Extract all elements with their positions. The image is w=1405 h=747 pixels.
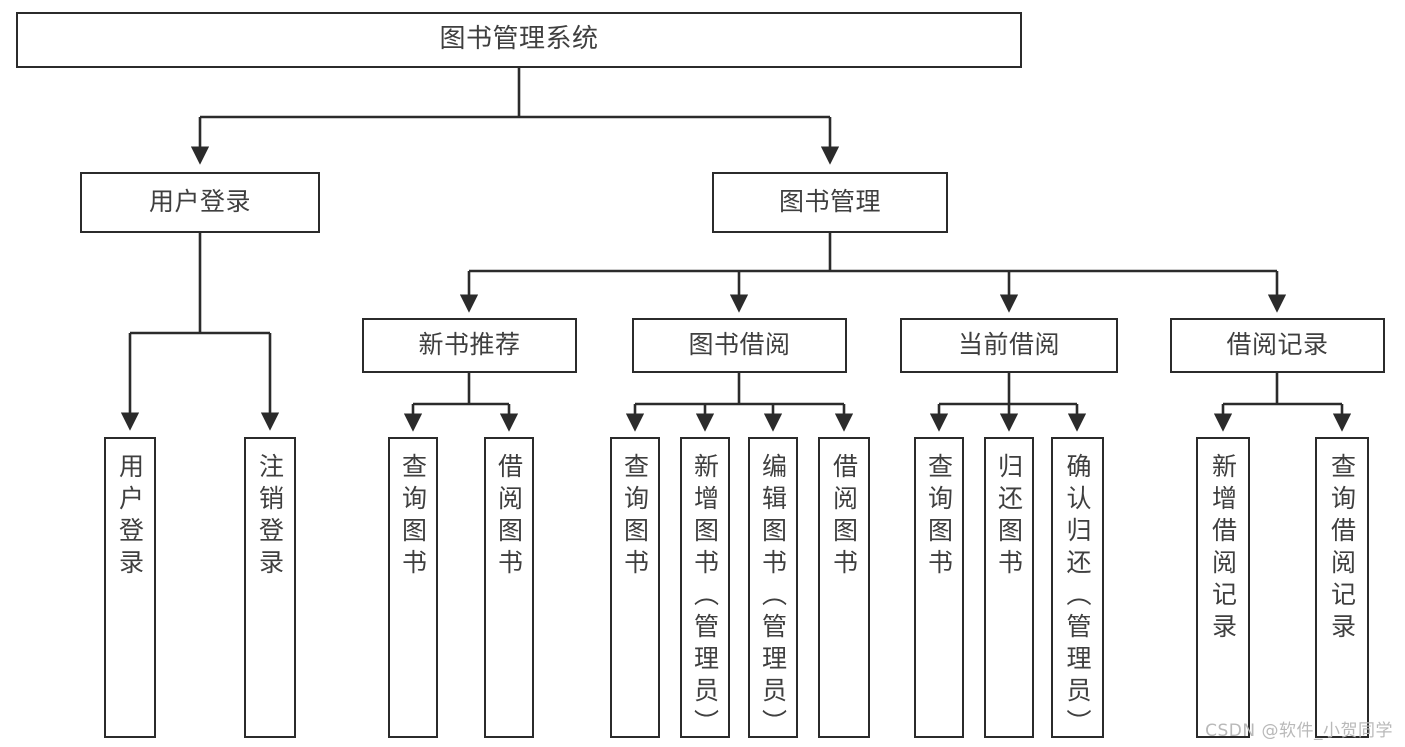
node-label: 查询图书 <box>398 453 428 581</box>
node-label: 归还图书 <box>994 453 1024 581</box>
node-user-login[interactable]: 用户登录 <box>80 172 320 233</box>
node-label: 查询图书 <box>620 453 650 581</box>
node-label: 当前借阅 <box>957 330 1060 360</box>
node-borrow-records[interactable]: 借阅记录 <box>1170 318 1385 373</box>
leaf-confirm-return-admin[interactable]: 确认归还（管理员） <box>1051 437 1104 741</box>
node-label: 编辑图书（管理员） <box>758 453 788 741</box>
leaf-borrow-books-borrowing[interactable]: 借阅图书 <box>818 437 870 738</box>
node-root-book-management-system[interactable]: 图书管理系统 <box>16 12 1022 68</box>
node-label: 借阅记录 <box>1226 330 1329 360</box>
node-label: 图书管理系统 <box>439 24 599 55</box>
node-label: 注销登录 <box>255 453 285 581</box>
leaf-return-books[interactable]: 归还图书 <box>984 437 1034 738</box>
leaf-user-login[interactable]: 用户登录 <box>104 437 156 738</box>
leaf-add-book-admin[interactable]: 新增图书（管理员） <box>680 437 730 741</box>
node-label: 新书推荐 <box>418 330 521 360</box>
node-label: 新增借阅记录 <box>1208 453 1238 645</box>
node-label: 新增图书（管理员） <box>690 453 720 741</box>
node-current-borrowing[interactable]: 当前借阅 <box>900 318 1118 373</box>
node-label: 用户登录 <box>115 453 145 581</box>
node-label: 确认归还（管理员） <box>1063 453 1092 741</box>
node-label: 借阅图书 <box>829 453 859 581</box>
leaf-add-borrow-record[interactable]: 新增借阅记录 <box>1196 437 1250 738</box>
leaf-query-borrow-record[interactable]: 查询借阅记录 <box>1315 437 1369 738</box>
node-label: 查询借阅记录 <box>1327 453 1357 645</box>
node-label: 查询图书 <box>924 453 954 581</box>
node-label: 图书借阅 <box>688 330 791 360</box>
node-new-book-recommendation[interactable]: 新书推荐 <box>362 318 577 373</box>
node-book-management[interactable]: 图书管理 <box>712 172 948 233</box>
node-book-borrowing[interactable]: 图书借阅 <box>632 318 847 373</box>
leaf-borrow-books-recommendation[interactable]: 借阅图书 <box>484 437 534 738</box>
node-label: 用户登录 <box>148 187 251 217</box>
leaf-edit-book-admin[interactable]: 编辑图书（管理员） <box>748 437 798 741</box>
node-label: 图书管理 <box>778 187 881 217</box>
node-label: 借阅图书 <box>494 453 524 581</box>
leaf-query-books-recommendation[interactable]: 查询图书 <box>388 437 438 738</box>
leaf-query-books-current[interactable]: 查询图书 <box>914 437 964 738</box>
leaf-logout[interactable]: 注销登录 <box>244 437 296 738</box>
csdn-watermark: CSDN @软件_小贺同学 <box>1205 721 1393 741</box>
leaf-query-books-borrowing[interactable]: 查询图书 <box>610 437 660 738</box>
